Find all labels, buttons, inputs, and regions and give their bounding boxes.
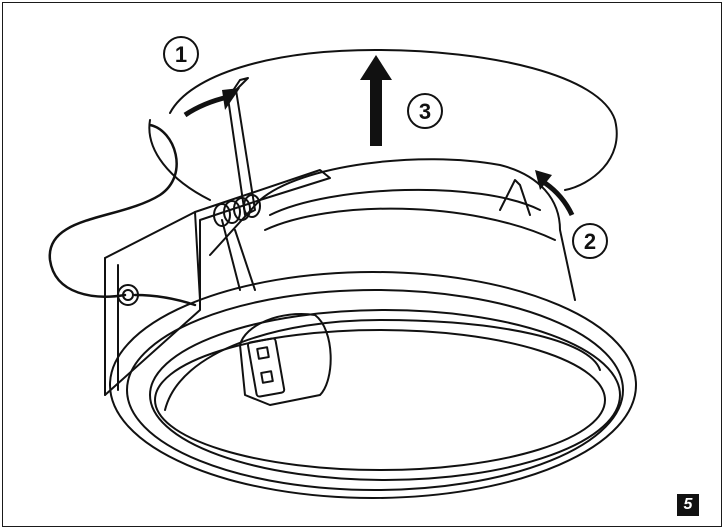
ceiling-cutout-left [148,119,211,201]
arrowhead-1 [222,88,240,110]
figure-number-badge: 5 [677,494,699,516]
rotate-arrow-2 [543,180,575,217]
arrowhead-2 [535,170,552,190]
trim-ring-outer [109,271,637,499]
rotate-arrow-1 [183,94,229,118]
step-label-2: 2 [584,229,596,254]
step-marker-3: 3 [407,93,443,129]
push-up-arrow-shaft [370,78,382,146]
step-marker-1: 1 [163,36,199,72]
trim-ring-inner [126,289,624,491]
step-marker-2: 2 [572,223,608,259]
reflector-opening [149,309,621,481]
right-spring-clip [499,179,531,216]
lamp-holder [239,313,332,406]
step-label-1: 1 [175,42,187,67]
ceiling-cutout [169,49,618,191]
housing-dome [259,158,576,301]
push-up-arrowhead [360,55,392,80]
step-label-3: 3 [419,99,431,124]
power-cable [48,123,178,298]
